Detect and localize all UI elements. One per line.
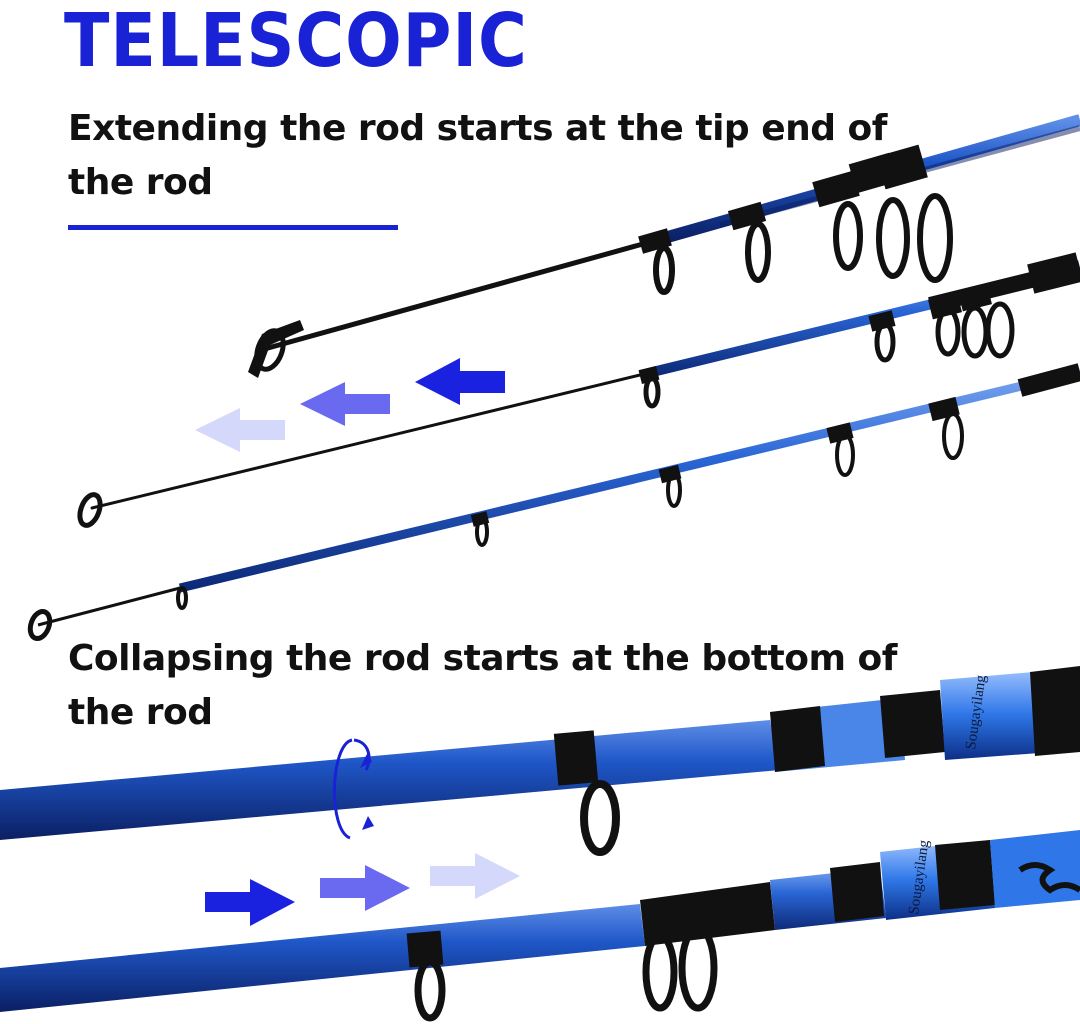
arrow-right-icon <box>205 853 520 926</box>
headline: TELESCOPIC <box>64 0 528 84</box>
collapse-caption: Collapsing the rod starts at the bottom … <box>68 638 897 733</box>
rod-top <box>248 114 1080 378</box>
extend-caption: Extending the rod starts at the tip end … <box>68 108 887 203</box>
rod-collapse-lower: Sougayilang <box>0 830 1080 1022</box>
rod-middle <box>77 252 1080 528</box>
rod-collapse-upper: Sougayilang <box>0 666 1080 856</box>
arrow-left-icon <box>195 358 505 452</box>
rod-lower <box>27 363 1080 642</box>
rotate-icon <box>333 738 374 840</box>
title-underline <box>68 225 398 230</box>
